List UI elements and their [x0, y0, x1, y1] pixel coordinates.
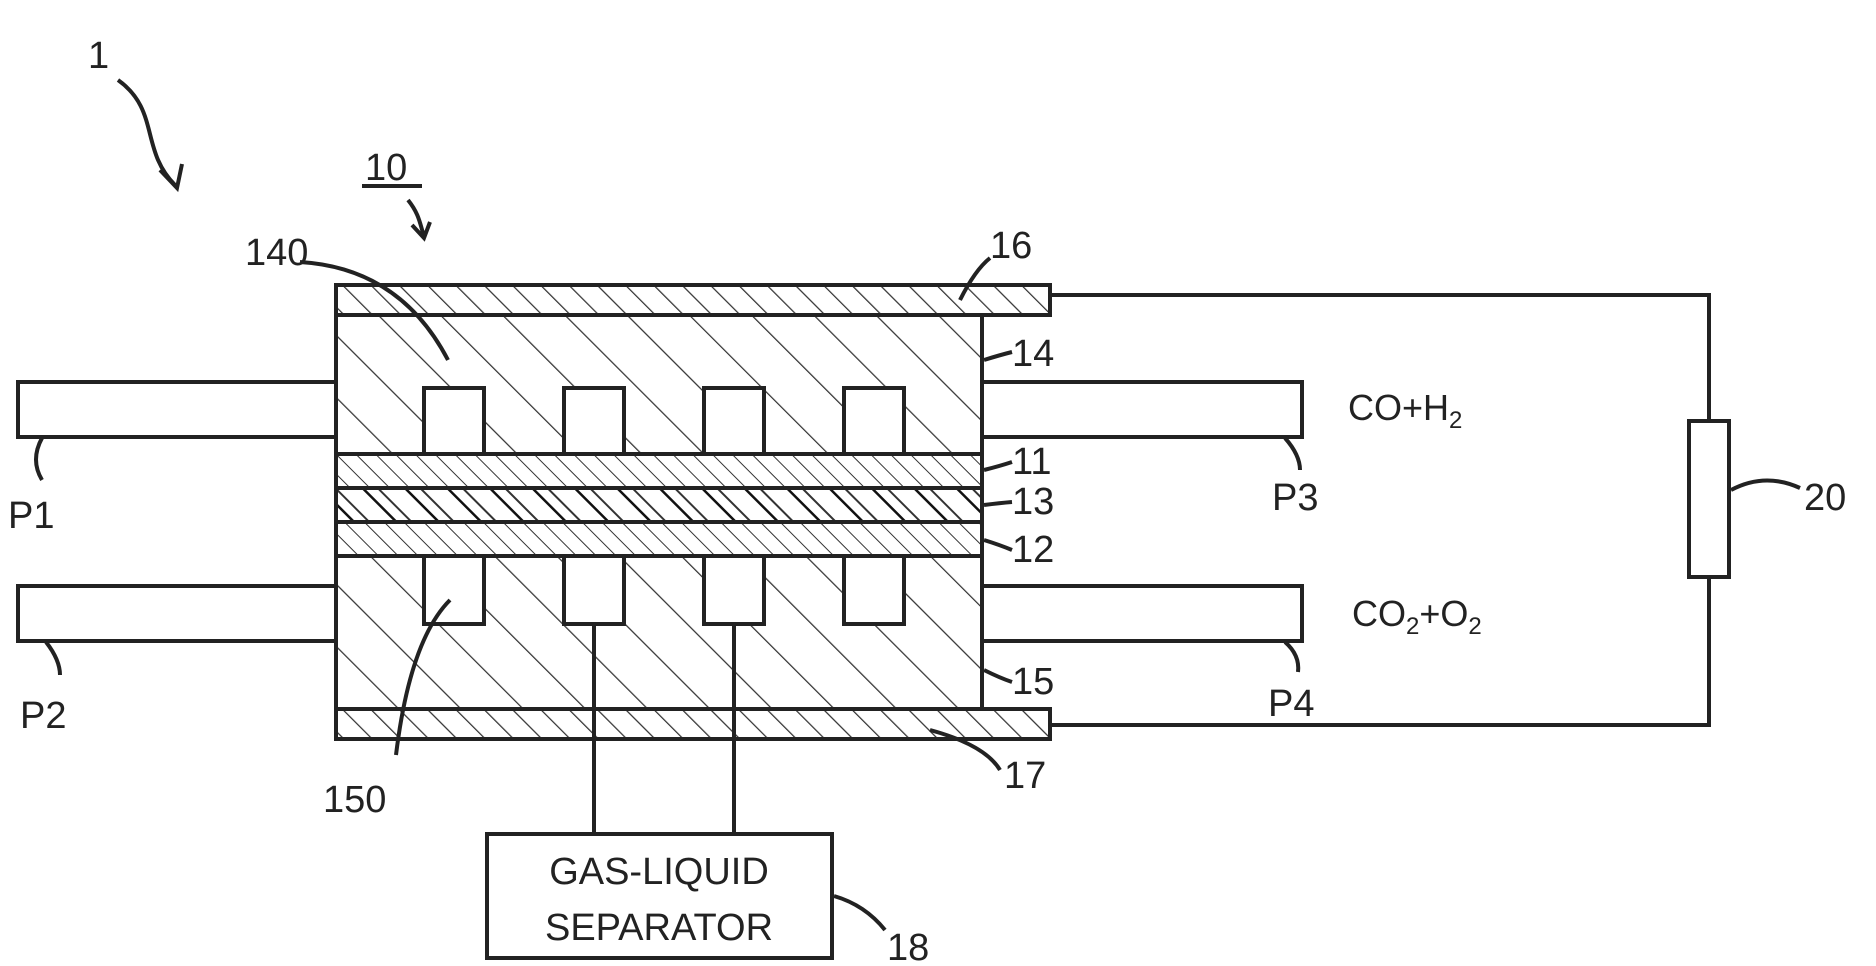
system-leader-arrow [118, 80, 175, 185]
label-140: 140 [245, 232, 308, 274]
leader-14 [984, 352, 1012, 360]
label-16: 16 [990, 225, 1032, 267]
label-p3: P3 [1272, 477, 1318, 519]
pipe-p1 [18, 382, 336, 437]
product-bottom-co-sub: 2 [1406, 613, 1419, 640]
pipe-p2 [18, 586, 336, 641]
channel-bottom-3 [704, 556, 764, 624]
separator-ref-label: 18 [887, 927, 929, 966]
label-14: 14 [1012, 333, 1054, 375]
leader-p2 [46, 642, 60, 675]
channel-bottom-2 [564, 556, 624, 624]
label-15: 15 [1012, 661, 1054, 703]
load-label: 20 [1804, 477, 1846, 519]
label-13: 13 [1012, 481, 1054, 523]
electrode-bottom [336, 522, 982, 556]
leader-12 [984, 540, 1012, 550]
product-bottom-label: CO2+O2 [1352, 593, 1482, 640]
leader-p4 [1285, 642, 1298, 672]
electrode-top [336, 454, 982, 488]
channel-top-4 [844, 388, 904, 454]
channel-top-1 [424, 388, 484, 454]
label-12: 12 [1012, 529, 1054, 571]
label-p1: P1 [8, 495, 54, 537]
separator-leader-line [834, 896, 885, 930]
label-17: 17 [1004, 755, 1046, 797]
leader-p3 [1285, 438, 1300, 470]
pipe-p4 [982, 586, 1302, 641]
product-top-label: CO+H2 [1348, 387, 1462, 434]
product-bottom-co: CO [1352, 593, 1406, 634]
load-resistor [1689, 421, 1729, 577]
label-150: 150 [323, 779, 386, 821]
channel-top-3 [704, 388, 764, 454]
membrane [336, 488, 982, 522]
channel-bottom-4 [844, 556, 904, 624]
leader-p1 [36, 438, 42, 480]
leader-13 [984, 502, 1012, 505]
channel-bottom-1 [424, 556, 484, 624]
label-p2: P2 [20, 695, 66, 737]
separator-line2: SEPARATOR [545, 907, 773, 949]
separator-line1: GAS-LIQUID [549, 851, 769, 893]
channel-top-2 [564, 388, 624, 454]
label-p4: P4 [1268, 683, 1314, 725]
system-label: 1 [88, 35, 109, 77]
leader-11 [984, 462, 1012, 470]
product-top-sub: 2 [1449, 407, 1462, 434]
product-bottom-o-sub: 2 [1468, 613, 1481, 640]
load-leader-line [1731, 480, 1800, 490]
cell-label: 10 [365, 147, 407, 189]
product-bottom-o: +O [1419, 593, 1468, 634]
label-11: 11 [1012, 441, 1051, 483]
pipe-p3 [982, 382, 1302, 437]
product-top-main: CO+H [1348, 387, 1449, 428]
plate-top [336, 285, 1050, 315]
leader-15 [984, 670, 1012, 682]
